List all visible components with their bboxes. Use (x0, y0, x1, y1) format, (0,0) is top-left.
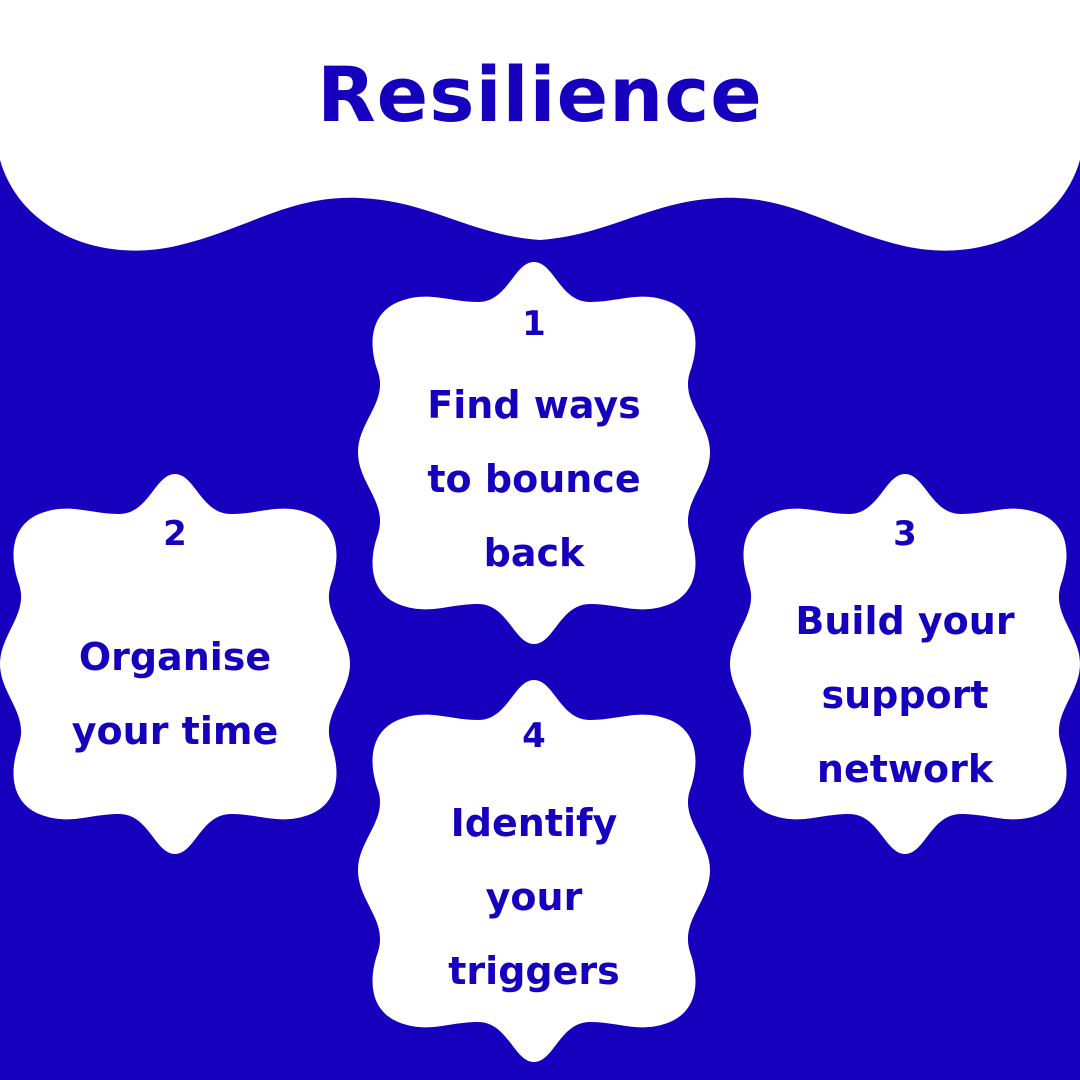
card-text: Identify your triggers (358, 786, 710, 1008)
card-3: 3 Build your support network (730, 474, 1080, 854)
card-text-line: Identify (450, 801, 618, 845)
card-text-line: Build your (795, 599, 1015, 643)
card-shape (730, 474, 1080, 854)
card-number: 4 (522, 716, 546, 756)
card-number: 3 (893, 514, 917, 554)
card-shape (358, 680, 710, 1062)
card-1: 1 Find ways to bounce back (358, 262, 710, 644)
card-number: 1 (522, 304, 546, 344)
card-text-line: support (821, 673, 989, 717)
card-text: Find ways to bounce back (358, 368, 710, 590)
card-text: Build your support network (730, 584, 1080, 806)
title-cloud-shape (0, 0, 1080, 251)
card-text-line: Find ways (427, 383, 641, 427)
card-shape (0, 474, 350, 854)
card-4: 4 Identify your triggers (358, 680, 710, 1062)
card-text-line: your (485, 875, 583, 919)
card-shape (358, 262, 710, 644)
card-text-line: your time (71, 709, 279, 753)
card-text-line: network (816, 747, 994, 791)
page-title: Resilience (317, 50, 763, 139)
card-2: 2 Organise your time (0, 474, 350, 854)
card-text: Organise your time (0, 620, 350, 768)
card-text-line: back (483, 531, 585, 575)
card-text-line: Organise (78, 635, 272, 679)
card-number: 2 (163, 514, 187, 554)
card-text-line: triggers (448, 949, 620, 993)
card-text-line: to bounce (427, 457, 641, 501)
